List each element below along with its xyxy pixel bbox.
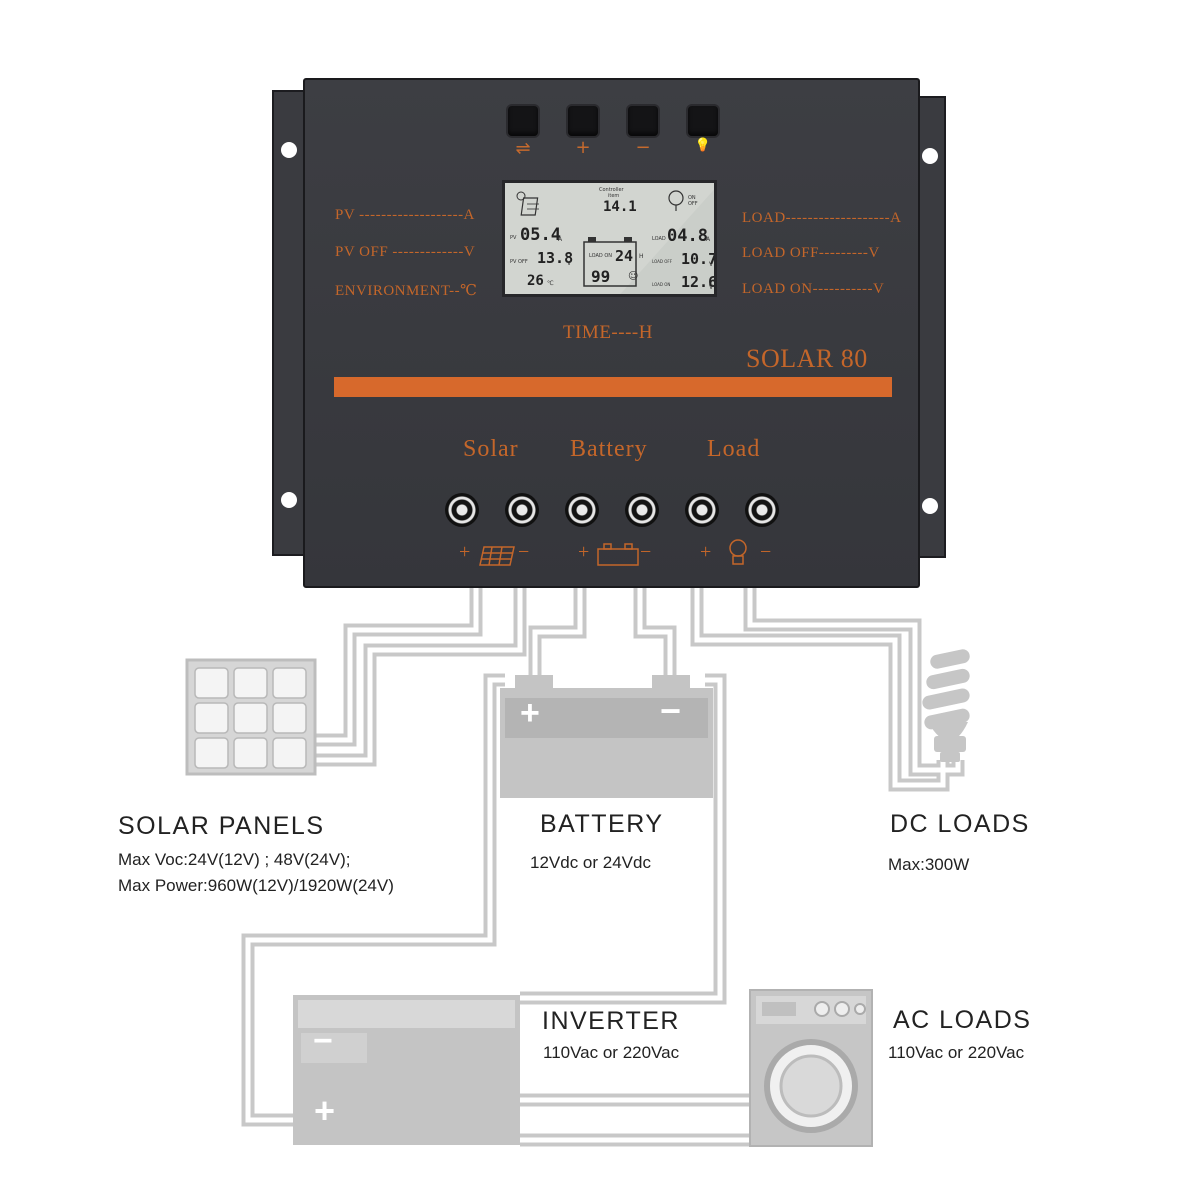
environment-label: ENVIRONMENT--℃ <box>335 283 478 299</box>
solar-panel-icon <box>185 658 317 776</box>
washing-machine-icon <box>749 989 873 1147</box>
pv-label: PV -------------------A <box>335 207 475 223</box>
lcd-off-label: OFF <box>688 201 698 207</box>
lcd-pvoff-prefix: PV OFF <box>510 259 528 265</box>
battery-terminal-icon <box>597 543 639 566</box>
time-label: TIME----H <box>563 322 653 343</box>
inverter-spec: 110Vac or 220Vac <box>543 1043 680 1062</box>
lcd-header: Controller <box>599 187 624 193</box>
inverter-wires <box>241 673 727 1127</box>
dc-loads-title: DC LOADS <box>890 810 1030 838</box>
battery-spec: 12Vdc or 24Vdc <box>530 853 651 872</box>
charge-controller <box>303 78 920 588</box>
lcd-on-label: ON <box>688 195 696 201</box>
solar-positive-terminal[interactable] <box>445 493 479 527</box>
lcd-display: Controller item 14.1 ON OFF PV 05.4 A PV… <box>502 180 717 297</box>
plus-icon: + <box>575 137 591 158</box>
lcd-loadoff-prefix: LOAD OFF <box>652 259 673 264</box>
load-terminal-label: Load <box>707 436 761 462</box>
lcd-loadoff-value: 10.7 <box>681 250 717 268</box>
minus-icon: − <box>635 137 651 158</box>
solar-panels-spec-voc: Max Voc:24V(12V) ; 48V(24V); <box>118 850 351 869</box>
inverter-icon <box>293 995 520 1145</box>
battery-negative-terminal[interactable] <box>625 493 659 527</box>
solar-panels-title: SOLAR PANELS <box>118 812 325 840</box>
battery-minus-sign-panel: − <box>640 541 653 563</box>
lcd-smile-icon: ☺ <box>628 271 639 282</box>
minus-button[interactable] <box>628 106 658 136</box>
switch-icon: ⇌ <box>515 138 531 159</box>
load-bulb-icon <box>729 539 747 565</box>
light-button[interactable] <box>688 106 718 136</box>
inverter-title: INVERTER <box>542 1007 680 1035</box>
bulb-small-icon: 💡 <box>694 138 712 153</box>
model-name: SOLAR 80 <box>746 344 868 373</box>
solar-terminal-label: Solar <box>463 436 519 462</box>
lcd-top-value: 14.1 <box>603 199 637 215</box>
solar-negative-terminal[interactable] <box>505 493 539 527</box>
mount-hole <box>922 148 938 164</box>
lcd-battery-icon <box>583 237 637 287</box>
orange-stripe <box>334 377 892 397</box>
solar-minus-sign: − <box>518 541 531 563</box>
inverter-minus-sign: − <box>313 1022 333 1060</box>
load-plus-sign: + <box>700 541 713 563</box>
solar-plus-sign: + <box>459 541 472 563</box>
battery-plus-sign: + <box>520 694 540 732</box>
battery-icon <box>500 675 713 798</box>
lcd-env-unit: ℃ <box>547 280 554 287</box>
mount-hole <box>281 492 297 508</box>
lcd-load-unit: A <box>706 236 711 243</box>
lcd-time-unit: H <box>639 253 644 260</box>
plus-button[interactable] <box>568 106 598 136</box>
battery-minus-sign: − <box>660 690 682 731</box>
load-wires <box>690 588 965 792</box>
battery-plus-sign-panel: + <box>578 541 591 563</box>
lcd-env-value: 26 <box>527 273 544 289</box>
inverter-plus-sign: + <box>314 1090 336 1131</box>
lcd-batt-load-on: LOAD ON <box>589 253 612 259</box>
solar-terminal-icon <box>479 546 515 566</box>
lcd-load-value: 04.8 <box>667 226 708 246</box>
mount-hole <box>281 142 297 158</box>
load-minus-sign: − <box>760 541 773 563</box>
right-mounting-bracket <box>916 96 946 558</box>
dc-loads-spec: Max:300W <box>888 855 970 874</box>
lcd-sun-panel-icon <box>516 191 539 216</box>
load-positive-terminal[interactable] <box>685 493 719 527</box>
lcd-battery-pct: 99 <box>591 267 611 286</box>
ac-loads-title: AC LOADS <box>893 1006 1032 1034</box>
lcd-load-prefix: LOAD <box>652 236 666 242</box>
solar-wires <box>313 588 527 767</box>
lcd-time-value: 24 <box>615 247 634 265</box>
lcd-loadon-unit: V <box>709 284 714 291</box>
load-negative-terminal[interactable] <box>745 493 779 527</box>
load-label: LOAD-------------------A <box>742 210 902 226</box>
battery-wires <box>528 588 677 688</box>
load-on-label: LOAD ON-----------V <box>742 281 885 297</box>
battery-positive-terminal[interactable] <box>565 493 599 527</box>
switch-button[interactable] <box>508 106 538 136</box>
lcd-header-sub: item <box>608 193 620 199</box>
lcd-pvoff-unit: V <box>567 260 572 267</box>
load-off-label: LOAD OFF---------V <box>742 245 880 261</box>
bulb-icon <box>922 649 970 762</box>
lcd-pvoff-value: 13.8 <box>537 249 574 267</box>
lcd-bulb-icon <box>668 190 684 211</box>
battery-title: BATTERY <box>540 810 664 838</box>
lcd-glare <box>620 189 714 294</box>
solar-panels-spec-power: Max Power:960W(12V)/1920W(24V) <box>118 876 394 895</box>
lcd-pv-unit: A <box>558 236 563 243</box>
lcd-pv-value: 05.4 <box>520 225 561 245</box>
mount-hole <box>922 498 938 514</box>
lcd-loadon-value: 12.6 <box>681 273 717 291</box>
lcd-loadon-prefix: LOAD ON <box>652 282 671 287</box>
lcd-pv-prefix: PV <box>510 235 517 241</box>
pv-off-label: PV OFF -------------V <box>335 244 476 260</box>
ac-wires <box>520 1093 760 1147</box>
ac-loads-spec: 110Vac or 220Vac <box>888 1043 1025 1062</box>
battery-terminal-label: Battery <box>570 436 648 462</box>
lcd-loadoff-unit: V <box>709 261 714 268</box>
